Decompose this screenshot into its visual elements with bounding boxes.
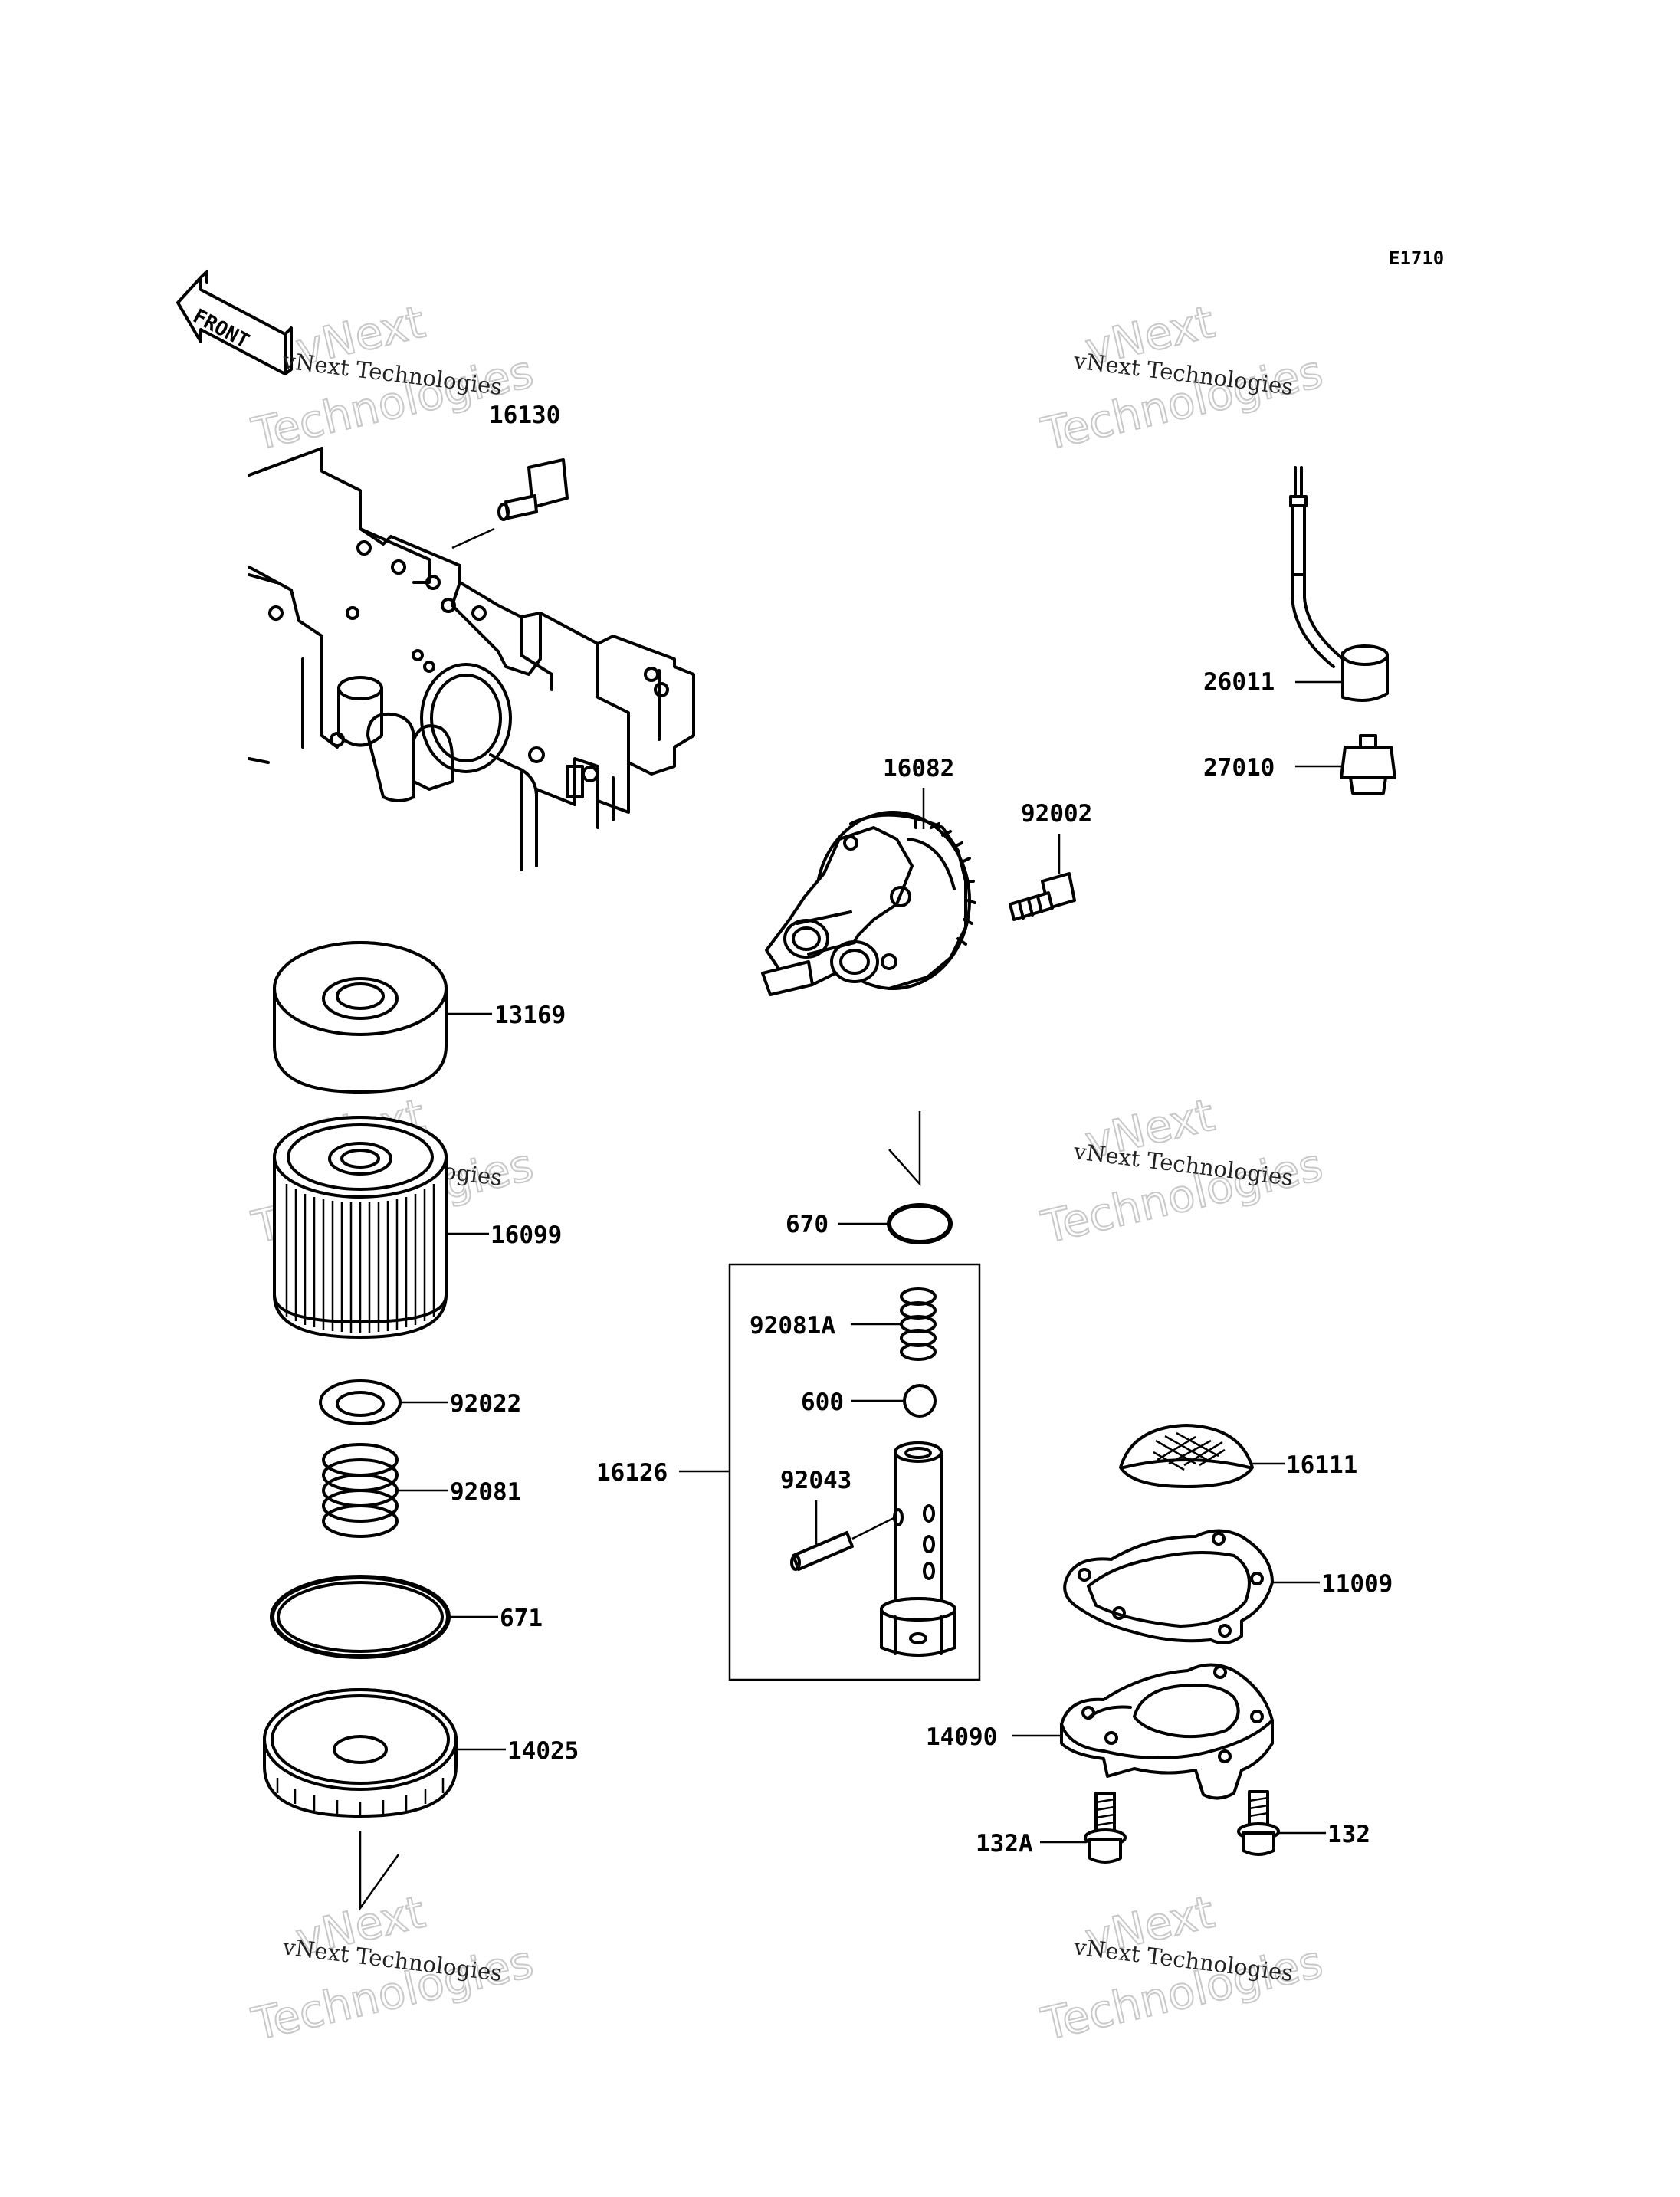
part-92002-drawing [1009,834,1076,921]
part-16082-drawing [761,788,976,996]
part-label-92081[interactable]: 92081 [450,1478,521,1506]
part-132-drawing [1237,1790,1326,1856]
break-line-top [888,1111,921,1187]
part-label-27010[interactable]: 27010 [1203,754,1275,782]
strainer-mesh [1153,1431,1226,1471]
part-92043-drawing [790,1500,896,1571]
part-label-92002[interactable]: 92002 [1021,800,1092,828]
part-label-670[interactable]: 670 [786,1211,829,1238]
part-label-600[interactable]: 600 [801,1389,844,1416]
part-label-26011[interactable]: 26011 [1203,668,1275,696]
part-132A-drawing [1040,1792,1127,1864]
part-label-16082[interactable]: 16082 [883,755,954,782]
part-16111-drawing [1119,1424,1285,1488]
part-92081-drawing [322,1443,448,1538]
break-line-bottom [359,1831,400,1911]
part-27010-drawing [1295,734,1396,795]
part-relief-valve-drawing [880,1441,956,1657]
crankcase-drawing [248,447,695,871]
part-label-11009[interactable]: 11009 [1321,1570,1393,1598]
part-label-13169[interactable]: 13169 [494,1002,566,1029]
part-16099-drawing [273,1116,489,1339]
part-92081A-drawing [851,1287,937,1361]
part-92022-drawing [319,1379,448,1425]
part-670-drawing [838,1203,953,1244]
part-14025-drawing [263,1688,506,1818]
part-label-14025[interactable]: 14025 [507,1737,579,1765]
part-label-16111[interactable]: 16111 [1286,1451,1357,1479]
part-14090-drawing [1012,1663,1274,1800]
part-26011-drawing [1289,466,1389,702]
front-arrow-icon: FRONT [176,270,293,375]
part-671-drawing [270,1575,498,1659]
part-label-132A[interactable]: 132A [976,1830,1033,1858]
part-label-92022[interactable]: 92022 [450,1390,521,1418]
part-11009-drawing [1063,1529,1320,1644]
filter-pleats [285,1184,435,1333]
diagram-code: E1710 [1389,248,1444,269]
part-label-16130[interactable]: 16130 [489,402,560,429]
part-16130-drawing [451,458,569,549]
part-label-671[interactable]: 671 [500,1605,543,1632]
part-label-132[interactable]: 132 [1327,1821,1370,1848]
part-label-16126[interactable]: 16126 [596,1459,668,1487]
part-label-92043[interactable]: 92043 [780,1467,851,1494]
part-label-16099[interactable]: 16099 [491,1221,562,1249]
part-13169-drawing [273,941,492,1094]
part-600-drawing [851,1384,937,1418]
part-label-92081A[interactable]: 92081A [750,1312,835,1340]
part-label-14090[interactable]: 14090 [926,1723,997,1751]
